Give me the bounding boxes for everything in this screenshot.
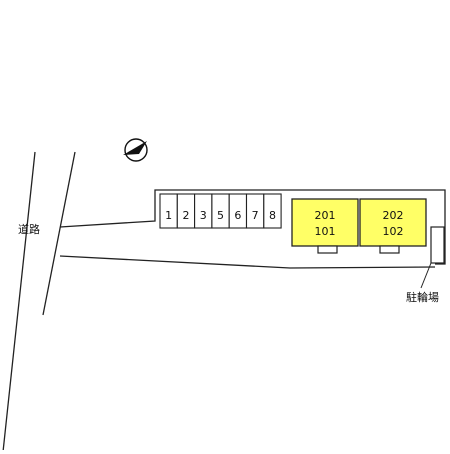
road-right-edge [42, 151, 76, 316]
parking-space-5: 5 [211, 193, 230, 229]
parking-space-number: 2 [182, 209, 189, 222]
bicycle-parking [420, 226, 445, 289]
parking-space-number: 3 [200, 209, 207, 222]
road [2, 151, 76, 453]
parking-space-number: 7 [252, 209, 259, 222]
unit-101-label: 101 [315, 225, 336, 238]
building-unit-201-101: 201 101 [291, 198, 359, 254]
parking-space-7: 7 [245, 193, 265, 229]
north-arrow-icon [123, 138, 148, 162]
parking-space-number: 1 [165, 209, 172, 222]
entrance-step [317, 245, 338, 254]
site-boundary [59, 189, 446, 269]
unit-202-label: 202 [383, 209, 404, 222]
road-label: 道路 [18, 222, 40, 236]
bicycle-parking-label: 駐輪場 [406, 290, 439, 304]
building-unit-202-102: 202 102 [359, 198, 427, 254]
parking-space-8: 8 [263, 193, 282, 229]
parking-space-2: 2 [176, 193, 196, 229]
bicycle-parking-leader [420, 262, 432, 289]
parking-space-3: 3 [194, 193, 213, 229]
parking-space-number: 5 [217, 209, 224, 222]
parking-space-1: 1 [159, 193, 178, 229]
parking-space-number: 8 [269, 209, 276, 222]
road-left-edge [2, 151, 36, 453]
unit-102-label: 102 [383, 225, 404, 238]
entrance-step [379, 245, 400, 254]
parking-space-6: 6 [228, 193, 248, 229]
unit-201-label: 201 [315, 209, 336, 222]
parking-space-number: 6 [234, 209, 241, 222]
